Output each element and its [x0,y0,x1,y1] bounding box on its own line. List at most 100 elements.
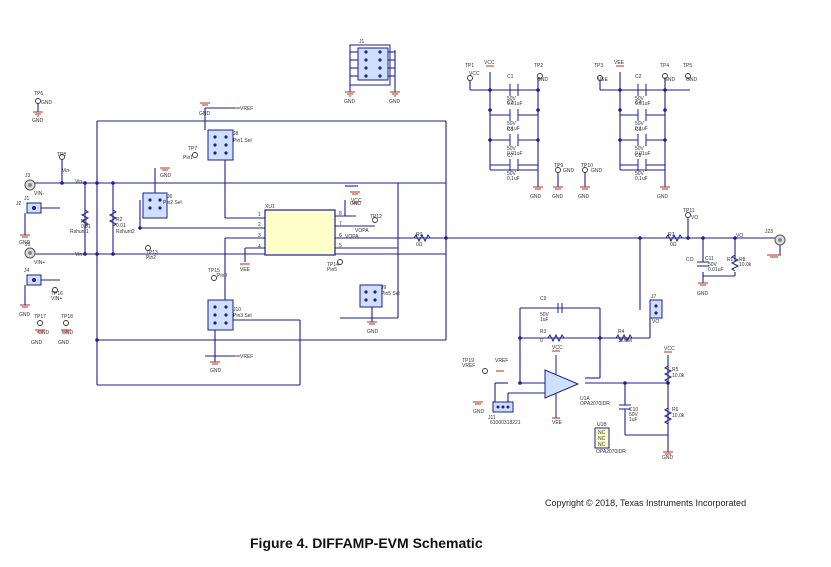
vin-minus-tp8: Vin- [62,168,71,174]
tp14-pin5: Pin5 [327,267,337,273]
c1-voltage: 50V [507,96,517,102]
tp18-gnd: GND [62,330,74,336]
j11-label: J11 [488,415,496,421]
tp10-label: TP10 [581,163,593,169]
svg-text:GND: GND [697,291,709,297]
tp2-label: TP2 [534,63,543,69]
tp12-marker [372,217,378,223]
r4-value: 1.00M [618,338,632,344]
capacitor-c2: C2 50V 0.01uF [620,74,665,107]
gnd-tp17: GND [31,329,45,346]
tp9-marker [555,167,561,173]
gnd-j10: GND [210,361,222,374]
svg-text:GND: GND [578,194,590,200]
tp11-label: TP11 [683,208,695,214]
tp1-label: TP1 [465,63,474,69]
tp6-marker [35,98,41,104]
r5-label: R5 [672,367,679,373]
j3-vinm: VIN- [34,191,44,197]
tp10-gnd: GND [591,168,603,174]
u1b-label: U1B [597,422,607,428]
gnd-r6: GND [662,451,674,461]
tp18-marker [63,320,69,326]
tp14-marker [337,259,343,265]
svg-text:6: 6 [339,233,342,239]
gnd-tp9: GND [552,186,564,200]
svg-text:GND: GND [19,240,31,246]
tp18-label: TP18 [61,314,73,320]
svg-text:GND: GND [19,312,31,318]
svg-text:GND: GND [473,409,485,415]
tp6-gnd: GND [41,100,53,106]
figure-caption: Figure 4. DIFFAMP-EVM Schematic [250,535,483,551]
svg-text:GND: GND [199,111,211,117]
c2-voltage: 50V [635,96,645,102]
gnd-tp10: GND [578,186,590,200]
tp7-label: TP7 [188,146,197,152]
gnd-c-right: GND [657,186,670,200]
c6-value: 0.01uF [635,151,651,157]
j1-label: J1 [24,196,30,202]
c10-label: C10 [629,407,638,413]
tp7-pin1: Pin1 [183,155,193,161]
wires [30,50,781,452]
r8-value: 10.0k [739,262,752,268]
c8-voltage: 50V [635,171,645,177]
c4-value: 0.1uF [635,126,648,132]
gnd-c-left: GND [530,186,543,200]
gnd-tp6: GND [32,111,44,124]
c3-value: 0.1uF [507,126,520,132]
j4-label: J4 [24,268,30,274]
j7-vo: VO [652,319,659,325]
c7-voltage: 50V [507,171,517,177]
r2-label: R2 [116,217,123,223]
vref-j11: VREF [495,358,508,364]
tp17-marker [37,320,43,326]
r7-label: R7 [668,232,675,238]
r6-value: 10.0k [672,413,685,419]
tp5-marker [685,73,691,79]
c6-label: C6 [635,127,642,133]
tp8-label: TP8 [57,152,66,158]
tp4-marker [662,73,668,79]
tp14-label: TP14 [327,262,339,268]
c3-voltage: 50V [507,121,517,127]
gnd-tp18: GND [58,329,71,346]
vin-plus-net: Vin+ [75,252,85,258]
j5-label: J5 [25,242,31,248]
gnd-j1-left: GND [344,91,356,105]
j6-sel: Pin2 Sel [163,200,182,206]
tp11-marker [685,212,691,218]
r5-value: 10.0k [672,373,685,379]
svg-text:GND: GND [344,99,356,105]
tp5-label: TP5 [683,63,692,69]
gnd-co: GND [697,282,709,297]
svg-text:NC: NC [598,436,606,442]
ground-symbols: GND GND GND GND GND GND GND GND GND GND … [19,91,781,461]
c11-value: 0.01uF [708,267,724,273]
xu1-label: XU1 [265,204,275,210]
output-network: R9 0Ω R7 0Ω C11 CO 50V 0.01uF RL R8 10.0… [413,229,786,273]
tp2-gnd: GND [537,77,549,83]
tp3-vee: VEE [598,77,609,83]
c9-value: 1uF [540,317,549,323]
svg-text:NC: NC [598,442,606,448]
decoupling-capacitors: C1 50V 0.01uF C3 50V 0.1uF C5 50V 0.01uF… [490,74,665,182]
c4-voltage: 50V [635,121,645,127]
tp16-label: TP16 [51,291,63,297]
u1a-part: OPA2070IDR [580,401,610,407]
capacitor-c3: C3 50V 0.1uF [490,100,538,132]
r3-value: 0 [540,338,543,344]
c7-value: 0.1uF [507,176,520,182]
tp16-marker [52,287,58,293]
vee-tp3: VEE [614,60,625,66]
svg-text:GND: GND [662,455,674,461]
j5-vinp: VIN+ [34,260,45,266]
vo-net: VO [736,233,743,239]
gnd-j6: GND [160,167,172,179]
j11-part: 61000318221 [490,420,521,426]
j8-label: J8 [233,131,239,137]
j7-label: J7 [651,294,657,300]
r3-label: R3 [540,329,547,335]
